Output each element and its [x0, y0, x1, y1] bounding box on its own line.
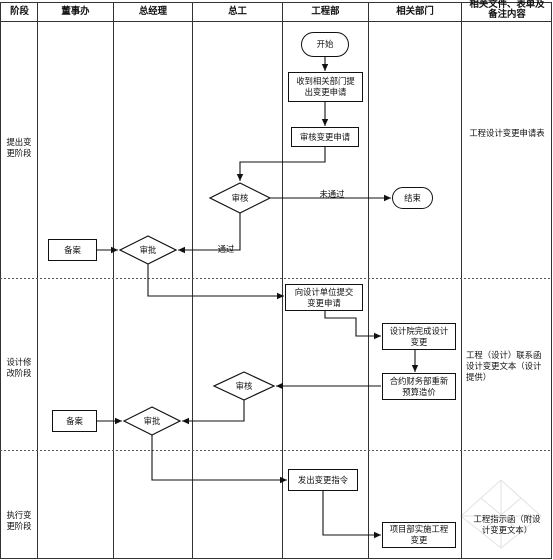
approve-diamond-2: 审批: [143, 416, 161, 426]
start-node: 开始: [301, 32, 349, 57]
edge-label-not-passed: 未通过: [319, 189, 345, 199]
stage-label-design: 设计修 改阶段: [6, 357, 32, 378]
review-diamond-2: 审核: [235, 381, 253, 391]
edge-label-passed: 通过: [217, 244, 235, 254]
audit-request-box: 审核变更申请: [291, 127, 359, 147]
note-change-request-form: 工程设计变更申请表: [469, 128, 545, 138]
header-engineering-dept: 工程部: [311, 6, 340, 17]
end-node: 结束: [392, 187, 433, 209]
connectors: [97, 57, 419, 539]
stage-label-execute: 执行变 更阶段: [6, 510, 32, 531]
record-box-1: 备案: [48, 239, 97, 261]
header-general-manager: 总经理: [138, 6, 168, 17]
header-stage: 阶段: [10, 6, 29, 17]
header-board-office: 董事办: [61, 6, 90, 17]
submit-design-change-box: 向设计单位提交 变更申请: [285, 284, 363, 311]
design-done-box: 设计院完成设计 变更: [382, 323, 456, 350]
lane-dividers: [37, 2, 462, 559]
implement-change-box: 项目部实施工程 变更: [382, 522, 456, 548]
watermark-graphic: [460, 479, 542, 549]
stage-label-propose: 提出变 更阶段: [6, 137, 32, 158]
issue-change-order-box: 发出变更指令: [288, 469, 358, 491]
receive-request-box: 收到相关部门提 出变更申请: [288, 72, 363, 102]
note-engineering-instruction: 工程指示函（附设 计变更文本）: [473, 514, 541, 535]
approve-diamond-1: 审批: [139, 245, 157, 255]
note-design-contact-letter: 工程（设计）联系函 设计变更文本（设计 提供）: [466, 350, 542, 382]
reprice-box: 合约财务部重新 预算造价: [382, 373, 456, 400]
review-diamond: 审核: [231, 193, 249, 203]
record-box-2: 备案: [52, 410, 97, 432]
header-chief-engineer: 总工: [228, 6, 247, 17]
header-related-depts: 相关部门: [396, 6, 434, 17]
stage-separators: [0, 278, 552, 451]
header-documents-notes: 相关文件、表单及 备注内容: [469, 0, 545, 20]
